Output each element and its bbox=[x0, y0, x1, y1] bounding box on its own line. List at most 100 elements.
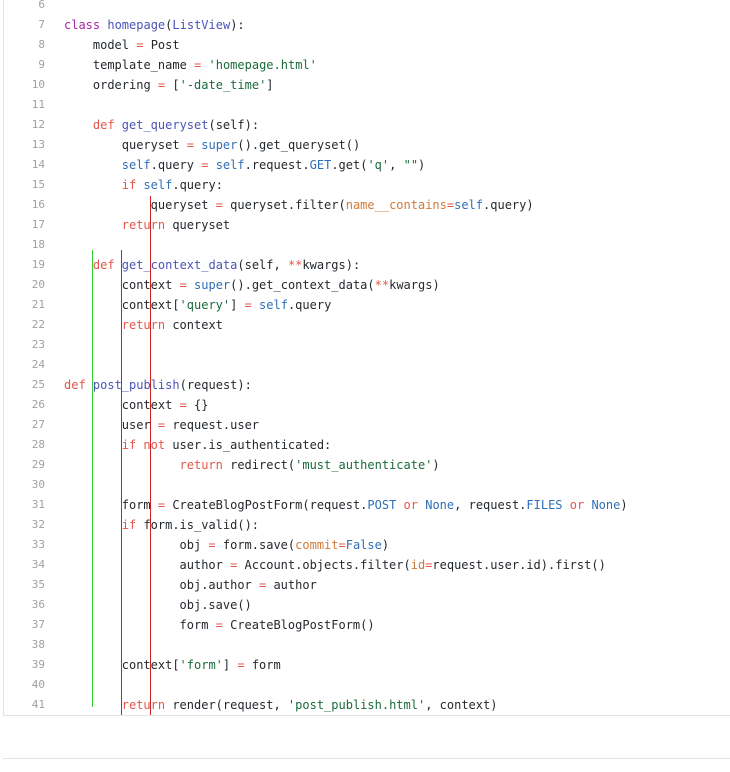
code-token: queryset.filter( bbox=[222, 198, 346, 212]
code-token: 'form' bbox=[179, 658, 223, 672]
code-line: 38 bbox=[4, 635, 730, 655]
code-token: render(request, bbox=[172, 698, 288, 712]
line-code: return queryset bbox=[122, 215, 230, 235]
code-token: = bbox=[157, 498, 166, 512]
code-token: 'must_authenticate' bbox=[295, 458, 433, 472]
code-line: 24 bbox=[4, 355, 730, 375]
code-token: super bbox=[194, 278, 231, 292]
code-token: queryset bbox=[121, 138, 187, 152]
code-token: self bbox=[121, 158, 151, 172]
code-token: name__contains bbox=[345, 198, 447, 212]
code-token: .request. bbox=[244, 158, 310, 172]
code-token: FILES bbox=[526, 498, 563, 512]
code-line: 9 template_name = 'homepage.html' bbox=[4, 55, 730, 75]
code-token bbox=[187, 278, 194, 292]
line-number: 13 bbox=[31, 138, 45, 151]
code-token: author bbox=[266, 578, 317, 592]
code-line: 28 if not user.is_authenticated: bbox=[4, 435, 730, 455]
code-line: 36 obj.save() bbox=[4, 595, 730, 615]
code-token: author bbox=[179, 558, 231, 572]
code-token: .query bbox=[150, 158, 202, 172]
indent-guide-red-1 bbox=[121, 250, 122, 715]
code-token: None bbox=[591, 498, 621, 512]
code-token: "" bbox=[403, 158, 419, 172]
code-token: ) bbox=[620, 498, 628, 512]
code-token: self bbox=[454, 198, 484, 212]
line-number: 28 bbox=[31, 438, 45, 451]
code-token: = bbox=[446, 198, 455, 212]
code-token: def bbox=[64, 378, 93, 392]
code-token: (self): bbox=[208, 118, 260, 132]
code-token: get_context_data bbox=[121, 258, 238, 272]
code-token: = bbox=[194, 58, 202, 72]
code-token: = bbox=[425, 558, 433, 572]
line-number: 35 bbox=[31, 578, 45, 591]
line-code: template_name = 'homepage.html' bbox=[93, 55, 317, 75]
line-code: model = Post bbox=[93, 35, 180, 55]
line-code: queryset = super().get_queryset() bbox=[122, 135, 360, 155]
code-token: False bbox=[345, 538, 382, 552]
line-number: 18 bbox=[31, 238, 45, 251]
code-token: (request): bbox=[179, 378, 252, 392]
line-code: if not user.is_authenticated: bbox=[122, 435, 332, 455]
line-number: 26 bbox=[31, 398, 45, 411]
code-line: 40 bbox=[4, 675, 730, 695]
line-code: self.query = self.request.GET.get('q', "… bbox=[122, 155, 426, 175]
line-number: 37 bbox=[31, 618, 45, 631]
code-token: get_queryset bbox=[121, 118, 209, 132]
code-token: context bbox=[121, 278, 173, 292]
line-number: 33 bbox=[31, 538, 45, 551]
line-number: 25 bbox=[31, 378, 45, 391]
line-number: 10 bbox=[31, 78, 45, 91]
code-token: form.save( bbox=[215, 538, 296, 552]
code-line: 13 queryset = super().get_queryset() bbox=[4, 135, 730, 155]
line-number: 34 bbox=[31, 558, 45, 571]
line-code: obj.save() bbox=[180, 595, 252, 615]
line-number: 27 bbox=[31, 418, 45, 431]
code-token: user bbox=[121, 418, 158, 432]
line-number: 17 bbox=[31, 218, 45, 231]
code-line: 39context['form'] = form bbox=[4, 655, 730, 675]
code-token: context bbox=[172, 318, 223, 332]
code-token: self bbox=[215, 158, 245, 172]
line-number: 24 bbox=[31, 358, 45, 371]
code-token: None bbox=[425, 498, 455, 512]
code-token: Account.objects.filter( bbox=[237, 558, 411, 572]
line-code: def get_queryset(self): bbox=[93, 115, 259, 135]
code-token: ] bbox=[230, 298, 245, 312]
line-number: 11 bbox=[31, 98, 45, 111]
code-token: redirect( bbox=[230, 458, 296, 472]
code-token: obj bbox=[179, 538, 209, 552]
code-token: def bbox=[92, 118, 122, 132]
code-token: obj.save() bbox=[179, 598, 252, 612]
line-code: context['form'] = form bbox=[122, 655, 281, 675]
line-code: def get_context_data(self, **kwargs): bbox=[93, 255, 360, 275]
indent-guide-green bbox=[92, 250, 93, 707]
code-token: 'post_publish.html' bbox=[287, 698, 426, 712]
code-line: 23 bbox=[4, 335, 730, 355]
code-token: ().get_context_data( bbox=[230, 278, 375, 292]
code-token: = bbox=[157, 418, 166, 432]
line-code: return render(request, 'post_publish.htm… bbox=[122, 695, 498, 715]
line-number: 36 bbox=[31, 598, 45, 611]
code-token: ** bbox=[287, 258, 303, 272]
line-number: 9 bbox=[38, 58, 45, 71]
code-token: def bbox=[92, 258, 122, 272]
code-token: = bbox=[338, 538, 346, 552]
code-token bbox=[252, 298, 259, 312]
code-token: id bbox=[410, 558, 426, 572]
code-token: ) bbox=[418, 158, 426, 172]
code-token: ] bbox=[266, 78, 274, 92]
code-token: model bbox=[92, 38, 137, 52]
line-number: 38 bbox=[31, 638, 45, 651]
